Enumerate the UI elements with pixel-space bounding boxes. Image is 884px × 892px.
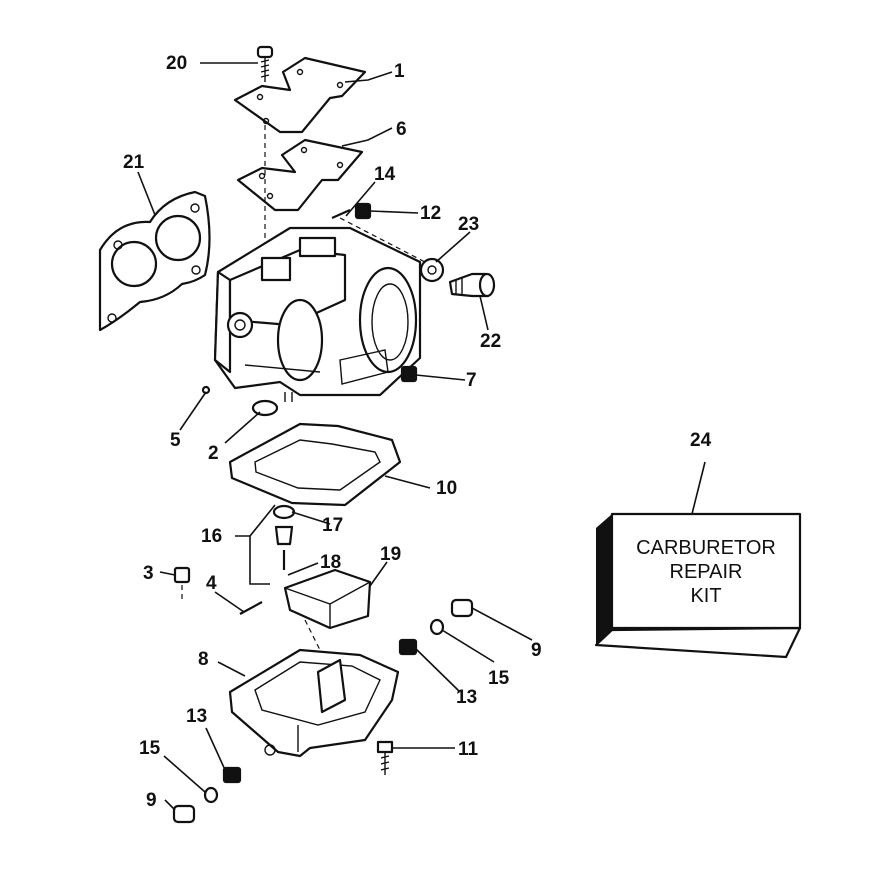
part-10-bowl-gasket — [228, 422, 402, 507]
callout-17: 17 — [322, 515, 343, 536]
part-valve-seat — [274, 525, 294, 546]
part-19-float — [283, 568, 372, 630]
part-11-bolt — [376, 740, 394, 775]
callout-9-lower: 9 — [146, 790, 157, 811]
callout-10: 10 — [436, 478, 457, 499]
callout-6: 6 — [396, 119, 407, 140]
part-13-jet-upper — [398, 638, 418, 656]
part-8-float-bowl — [228, 648, 400, 758]
callout-12: 12 — [420, 203, 441, 224]
carburetor-repair-kit-box: CARBURETOR REPAIR KIT — [594, 512, 802, 659]
part-15-washer-upper — [429, 618, 445, 636]
callout-14: 14 — [374, 164, 396, 185]
callout-15-lower: 15 — [139, 738, 161, 759]
callout-24: 24 — [690, 430, 712, 451]
callout-9-upper: 9 — [531, 640, 542, 661]
part-23-lock-washer — [419, 257, 445, 283]
callout-22: 22 — [480, 331, 501, 352]
part-2-disc — [251, 399, 279, 417]
part-15-washer-lower — [203, 786, 219, 804]
callout-11: 11 — [458, 739, 479, 760]
callout-13-upper: 13 — [456, 687, 477, 708]
callout-8: 8 — [198, 649, 209, 670]
kit-line-3: KIT — [690, 585, 721, 607]
part-9-plug-lower — [172, 804, 196, 824]
part-carburetor-body — [213, 226, 422, 402]
kit-line-1: CARBURETOR — [636, 537, 776, 559]
part-6-gasket — [236, 138, 364, 212]
kit-line-2: REPAIR — [670, 561, 743, 583]
callout-19: 19 — [380, 544, 401, 565]
part-20-screw — [256, 45, 274, 82]
part-22-bolt — [448, 272, 496, 298]
part-13-jet-lower — [222, 766, 242, 784]
part-7-plug — [400, 365, 418, 383]
callout-13-lower: 13 — [186, 706, 207, 727]
callout-16: 16 — [201, 526, 222, 547]
part-14-pin — [331, 208, 351, 220]
callout-1: 1 — [394, 61, 405, 82]
part-3-screw — [173, 566, 191, 584]
callout-5: 5 — [170, 430, 181, 451]
part-21-flange-gasket — [98, 190, 211, 332]
callout-7: 7 — [466, 370, 477, 391]
callout-15-upper: 15 — [488, 668, 510, 689]
callout-20: 20 — [166, 53, 187, 74]
part-9-plug-upper — [450, 598, 474, 618]
callout-18: 18 — [320, 552, 341, 573]
callout-3: 3 — [143, 563, 154, 584]
part-12-jet — [354, 202, 372, 220]
callout-21: 21 — [123, 152, 145, 173]
part-1-cover-plate — [233, 56, 367, 134]
callout-4: 4 — [206, 573, 217, 594]
callout-23: 23 — [458, 214, 479, 235]
part-17-o-ring — [272, 504, 296, 520]
callout-2: 2 — [208, 443, 219, 464]
